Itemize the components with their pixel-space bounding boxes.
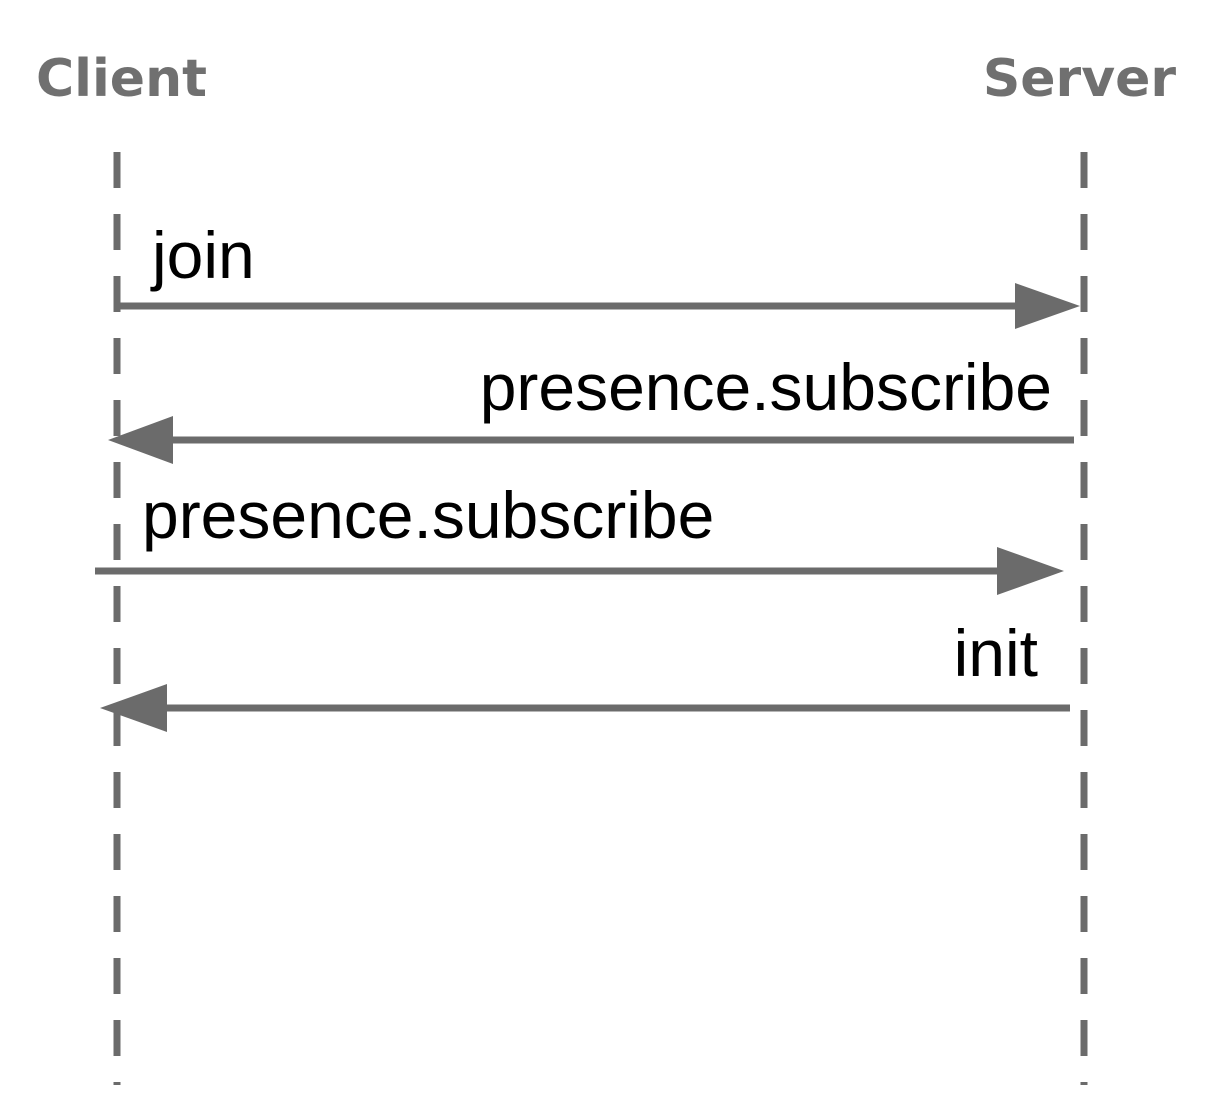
message-presence-subscribe-response-arrowhead [108,416,173,464]
message-init: init [100,616,1070,732]
participant-client-label: Client [36,49,207,109]
message-presence-subscribe-request: presence.subscribe [95,478,1064,595]
message-presence-subscribe-response: presence.subscribe [108,350,1074,464]
message-join-arrowhead [1015,283,1080,329]
message-presence-subscribe-response-label: presence.subscribe [480,350,1052,424]
message-init-label: init [954,616,1038,690]
message-join: join [117,218,1080,329]
message-join-label: join [150,218,255,292]
message-init-arrowhead [100,684,167,732]
message-presence-subscribe-request-label: presence.subscribe [142,478,714,552]
message-presence-subscribe-request-arrowhead [997,547,1064,595]
participant-server-label: Server [983,49,1177,109]
